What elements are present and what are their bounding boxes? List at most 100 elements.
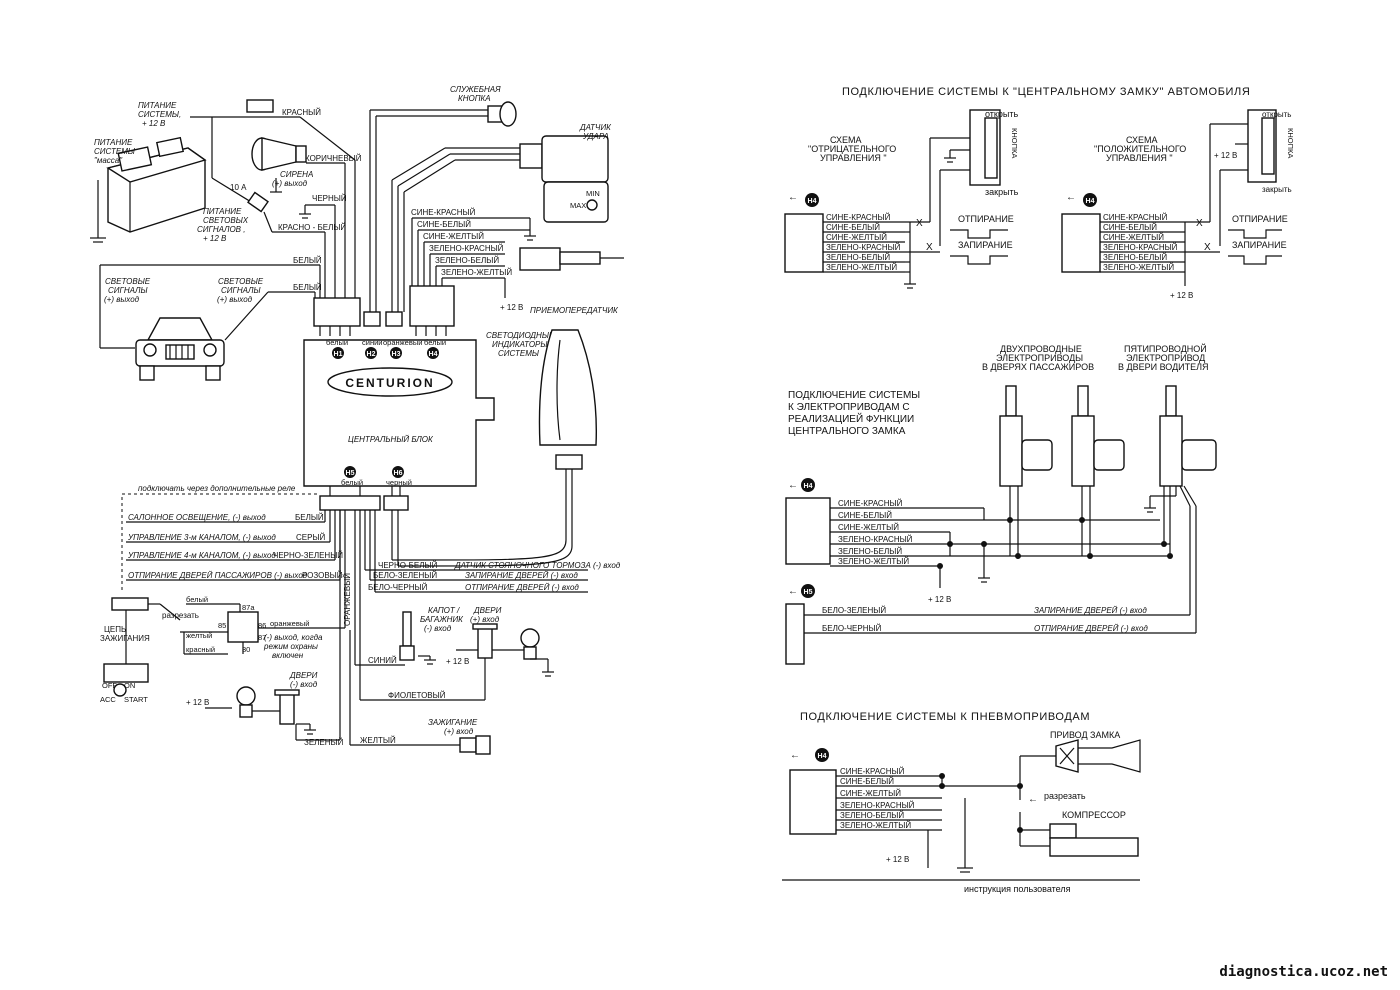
connector-h6: H6 [392, 466, 404, 478]
door-actuator-icon [519, 247, 624, 271]
service-button-icon [487, 101, 517, 127]
doors-mid-label-2: (+) вход [470, 615, 500, 624]
transceiver-label: ПРИЕМОПЕРЕДАТЧИК [530, 306, 619, 315]
in-row-2-wire: БЕЛО-ЧЕРНЫЙ [368, 583, 428, 592]
ign-label-1: ЦЕПЬ [104, 625, 126, 634]
brand-logo: CENTURION [345, 376, 434, 390]
two-wire-label-3: В ДВЕРЯХ ПАССАЖИРОВ [982, 362, 1094, 372]
lights-a-label-2: СИГНАЛЫ [108, 286, 148, 295]
bot-wire-3: ЗЕЛЕНО-КРАСНЫЙ [840, 801, 915, 810]
ignition-in-label-1: ЗАЖИГАНИЕ [428, 718, 478, 727]
mid-h4-wires [830, 485, 1197, 633]
relay-out-label-2: режим охраны [263, 642, 318, 651]
pos-h4-wires [1100, 221, 1220, 286]
wire-green-label: ЗЕЛЕНЫЙ [304, 738, 344, 747]
h4-wire-label-4: ЗЕЛЕНО-БЕЛЫЙ [435, 256, 499, 265]
mid-wire-3: ЗЕЛЕНО-КРАСНЫЙ [838, 535, 913, 544]
pos-plus12-top: + 12 В [1214, 151, 1237, 160]
h4-wire-label-1: СИНЕ-БЕЛЫЙ [417, 220, 471, 229]
bot-wire-1: СИНЕ-БЕЛЫЙ [840, 777, 894, 786]
connector-h2-plug [363, 311, 381, 327]
pos-wire-0: СИНЕ-КРАСНЫЙ [1103, 213, 1168, 222]
wire-white-label-1: БЕЛЫЙ [293, 256, 322, 265]
actuators-title-1: ПОДКЛЮЧЕНИЕ СИСТЕМЫ [788, 390, 920, 401]
power-gnd-label-1: ПИТАНИЕ [94, 138, 133, 147]
siren-label-1: СИРЕНА [280, 170, 313, 179]
relay-pin-87: 87 [258, 633, 266, 642]
hood-label-2: БАГАЖНИК [420, 615, 464, 624]
svg-text:H2: H2 [367, 351, 376, 358]
light-pwr-label-1: ПИТАНИЕ [203, 207, 242, 216]
five-wire-label-3: В ДВЕРИ ВОДИТЕЛЯ [1118, 362, 1209, 372]
ignition-circuit [111, 510, 346, 664]
relay-orange-label: оранжевый [270, 619, 309, 628]
central-lock-title: ПОДКЛЮЧЕНИЕ СИСТЕМЫ К "ЦЕНТРАЛЬНОМУ ЗАМК… [842, 86, 1250, 98]
h5-wire-0-label: ЗАПИРАНИЕ ДВЕРЕЙ (-) вход [1034, 606, 1147, 615]
hood-label-1: КАПОТ / [428, 606, 460, 615]
mid-h5-arrow: ← [788, 586, 798, 597]
mid-h4-arrow: ← [788, 480, 798, 491]
mid-h4-badge: H4 [801, 478, 815, 492]
neg-button-label: КНОПКА [1010, 128, 1019, 158]
neg-lock-button [969, 109, 1001, 186]
siren-label-2: (+) выход [272, 179, 308, 188]
door-mid-plus12: + 12 В [446, 657, 469, 666]
hood-label-3: (-) вход [424, 624, 452, 633]
lamp-icon-mid [520, 628, 540, 660]
lights-a-label-3: (+) выход [104, 295, 140, 304]
pos-button-label: КНОПКА [1286, 128, 1295, 158]
watermark: diagnostica.ucoz.net [1219, 964, 1388, 980]
door-switch-icon-left [274, 689, 300, 725]
bot-h4-wires [836, 755, 1056, 873]
pos-wire-4: ЗЕЛЕНО-БЕЛЫЙ [1103, 253, 1167, 262]
svg-text:H4: H4 [818, 753, 827, 760]
left-lamp-plus12: + 12 В [186, 698, 209, 707]
two-wire-label-2: ЭЛЕКТРОПРИВОДЫ [996, 353, 1083, 363]
lights-b-label-1: СВЕТОВЫЕ [218, 277, 264, 286]
power-plus-label-3: + 12 В [142, 119, 166, 128]
key-off-label: OFF [102, 681, 117, 690]
svg-text:H4: H4 [804, 483, 813, 490]
battery [106, 136, 207, 233]
svg-text:H1: H1 [334, 351, 343, 358]
service-btn-label-2: КНОПКА [458, 94, 491, 103]
connector-h5-color: белый [341, 478, 363, 487]
wire-yellow-label: ЖЕЛТЫЙ [360, 736, 396, 745]
five-wire-label-2: ЭЛЕКТРОПРИВОД [1126, 353, 1205, 363]
in-row-2-label: ОТПИРАНИЕ ДВЕРЕЙ (-) вход [465, 583, 579, 592]
neg-wire-4: ЗЕЛЕНО-БЕЛЫЙ [826, 253, 890, 262]
bot-h4-arrow: ← [790, 750, 800, 761]
doors-left-label-2: (-) вход [290, 680, 318, 689]
compressor-icon [1049, 823, 1139, 857]
mid-h5-connector [785, 603, 805, 665]
pos-wire-2: СИНЕ-ЖЕЛТЫЙ [1103, 233, 1164, 242]
neg-open-label: открыть [985, 109, 1018, 119]
bot-h4-connector [789, 769, 837, 835]
pos-plus12-bottom: + 12 В [1170, 291, 1193, 300]
neg-cut-mark-1: X [916, 218, 923, 229]
svg-text:H4: H4 [1086, 198, 1095, 205]
pos-lock-label: ЗАПИРАНИЕ [1232, 240, 1287, 250]
neg-scheme-label-2: "ОТРИЦАТЕЛЬНОГО [808, 144, 896, 154]
connector-h3: H3 [390, 347, 402, 359]
neg-wire-5: ЗЕЛЕНО-ЖЕЛТЫЙ [826, 263, 897, 272]
connector-h4: H4 [427, 347, 439, 359]
central-unit [303, 339, 495, 487]
relay-white-label: белый [186, 595, 208, 604]
bot-wire-0: СИНЕ-КРАСНЫЙ [840, 767, 905, 776]
pos-open-label: открыть [1262, 110, 1291, 119]
pos-unlock-label: ОТПИРАНИЕ [1232, 214, 1288, 224]
pos-wire-5: ЗЕЛЕНО-ЖЕЛТЫЙ [1103, 263, 1174, 272]
connector-h2: H2 [365, 347, 377, 359]
neg-h4-connector [784, 213, 824, 273]
wire-red-white-label: КРАСНО - БЕЛЫЙ [278, 223, 346, 232]
wire-violet-label: ФИОЛЕТОВЫЙ [388, 691, 446, 700]
ignition-switch-icon [459, 735, 491, 755]
transceiver-icon [538, 329, 598, 470]
light-pwr-label-3: СИГНАЛОВ , [197, 225, 245, 234]
in-row-1-wire: БЕЛО-ЗЕЛЕНЫЙ [373, 571, 437, 580]
light-pwr-label-2: СВЕТОВЫХ [203, 216, 249, 225]
connector-h6-plug [383, 495, 409, 511]
mid-wire-1: СИНЕ-БЕЛЫЙ [838, 511, 892, 520]
